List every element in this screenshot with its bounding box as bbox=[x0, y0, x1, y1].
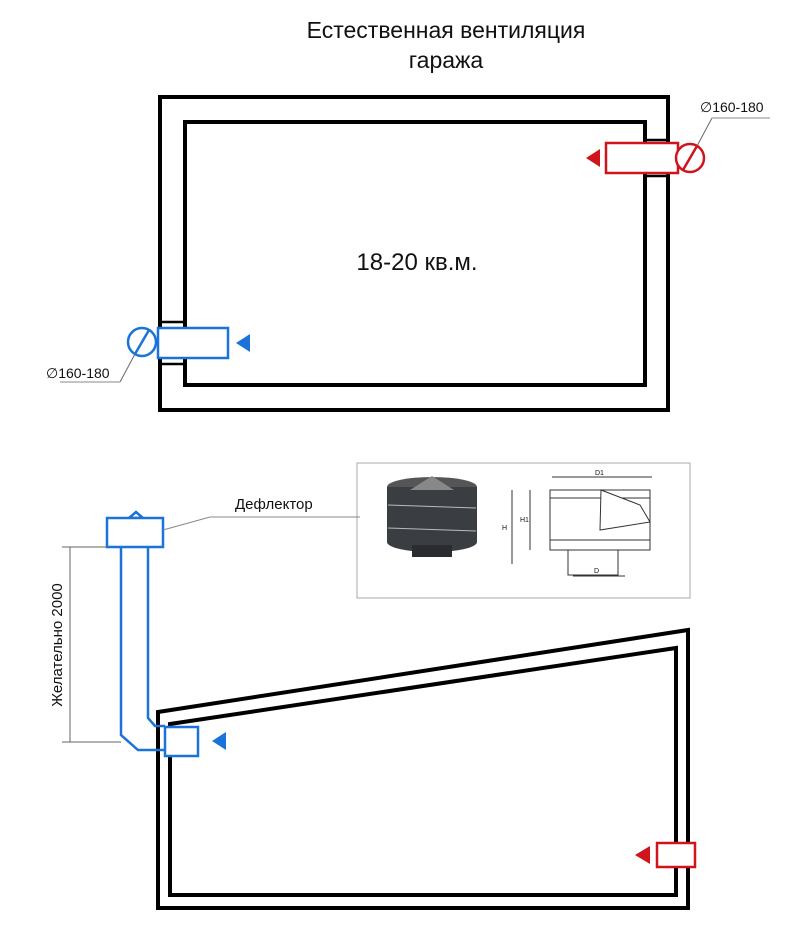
exhaust-diameter-label: ∅160-180 bbox=[700, 99, 764, 115]
garage-section-bottom bbox=[156, 627, 690, 910]
title-line-2: гаража bbox=[409, 47, 484, 73]
deflector-photo bbox=[387, 476, 477, 557]
deflector-image-panel: D1 H H1 D bbox=[356, 462, 691, 599]
exhaust-arrow-icon bbox=[586, 149, 600, 167]
dim-d1: D1 bbox=[595, 470, 604, 477]
garage-plan-top bbox=[158, 95, 670, 412]
exhaust-duct-top bbox=[586, 138, 706, 178]
intake-duct-top bbox=[126, 320, 250, 366]
dim-h1: H1 bbox=[520, 517, 529, 524]
deflector-drawing bbox=[511, 476, 652, 577]
exhaust-arrow-bottom-icon bbox=[635, 846, 650, 864]
exhaust-duct-bottom bbox=[635, 841, 697, 869]
intake-arrow-bottom-icon bbox=[212, 732, 226, 750]
dim-d: D bbox=[594, 568, 599, 575]
height-label: Желательно 2000 bbox=[49, 583, 66, 707]
exhaust-pipe-deflector bbox=[105, 510, 226, 758]
dim-h: H bbox=[502, 525, 507, 532]
intake-arrow-icon bbox=[236, 334, 250, 352]
deflector-label: Дефлектор bbox=[235, 496, 313, 513]
area-label: 18-20 кв.м. bbox=[356, 249, 477, 276]
height-dimension bbox=[62, 546, 121, 743]
title-line-1: Естественная вентиляция bbox=[307, 17, 586, 43]
intake-diameter-label: ∅160-180 bbox=[46, 365, 110, 381]
